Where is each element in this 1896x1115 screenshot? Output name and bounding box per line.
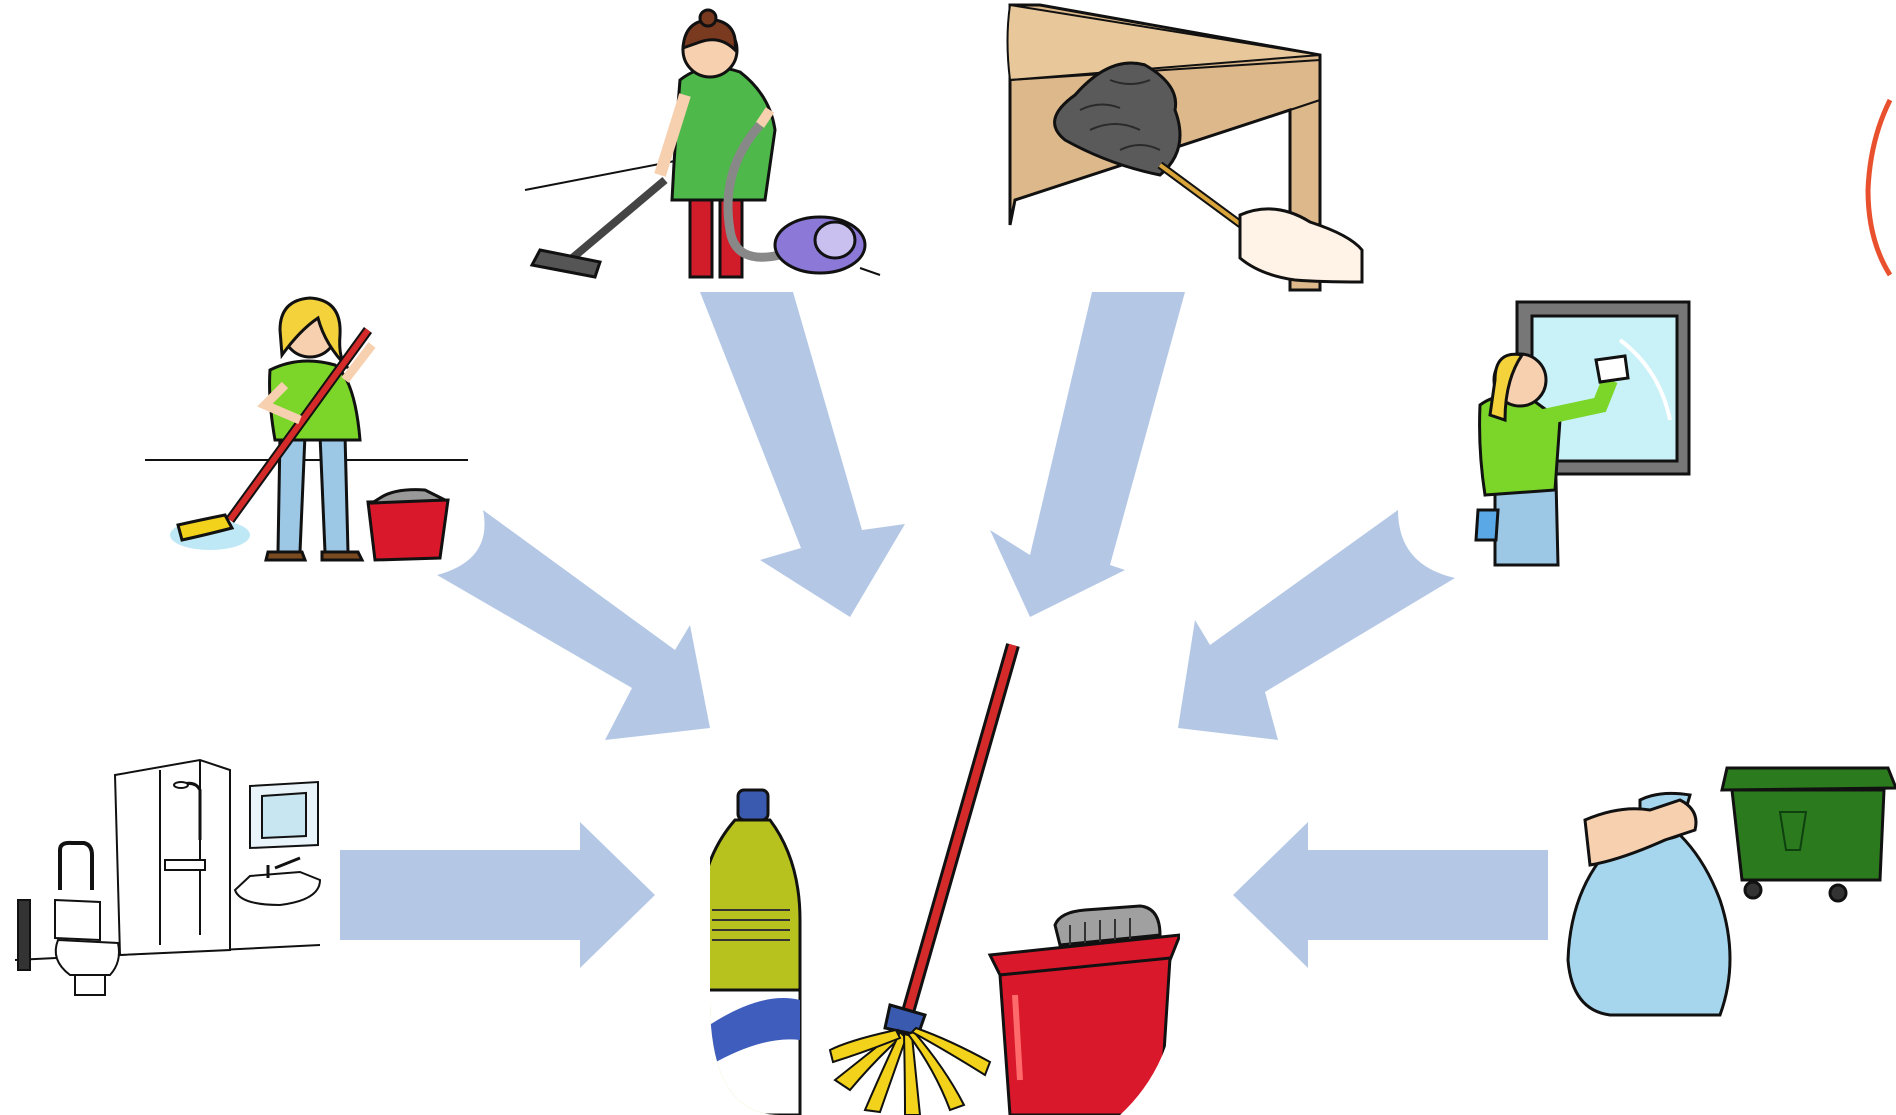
- mop-icon: [830, 645, 1013, 1115]
- woman-mopping-icon: [145, 298, 468, 560]
- arrow-from-trash: [1233, 822, 1548, 968]
- mop-bucket-icon: [990, 906, 1180, 1115]
- arrow-from-window: [1178, 510, 1455, 740]
- arrow-from-vacuum: [700, 292, 905, 617]
- woman-vacuuming-icon: [525, 10, 880, 277]
- bathroom-icon: [15, 760, 320, 995]
- red-ring-partial: [1868, 100, 1890, 275]
- arrow-from-mop-floor: [437, 510, 710, 740]
- trash-bag-bin-icon: [1568, 768, 1896, 1015]
- feather-duster-icon: [1008, 5, 1363, 290]
- arrow-from-bathroom: [340, 822, 655, 968]
- detergent-bottle-icon: [700, 790, 800, 1115]
- cleaning-supplies: [700, 645, 1180, 1115]
- window-cleaning-icon: [1476, 302, 1689, 565]
- arrow-from-duster: [990, 292, 1185, 617]
